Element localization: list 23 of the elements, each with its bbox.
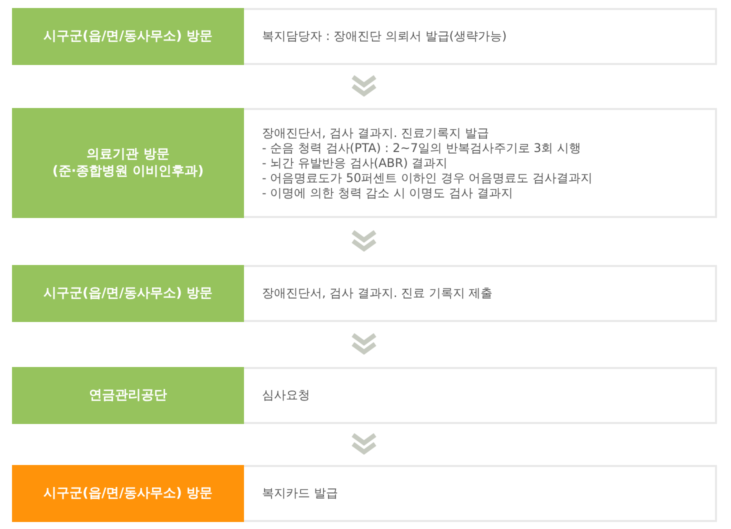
process-box bbox=[12, 465, 717, 522]
step-description: 장애진단서, 검사 결과지. 진료기록지 발급 bbox=[262, 126, 490, 140]
double-chevron-arrow bbox=[350, 74, 378, 97]
double-chevron-arrow bbox=[350, 332, 378, 355]
list-item: - 뇌간 유발반응 검사(ABR) 결과지 bbox=[262, 156, 449, 170]
step-label: 의료기관 방문 (준·종합병원 이비인후과) bbox=[12, 108, 244, 218]
list-item: - 이명에 의한 청력 감소 시 이명도 검사 결과지 bbox=[262, 186, 514, 200]
step-label: 시구군(읍/면/동사무소) 방문 bbox=[12, 465, 244, 522]
step-description: 복지담당자 : 장애진단 의뢰서 발급(생략가능) bbox=[262, 29, 508, 44]
process-box bbox=[12, 265, 717, 322]
step-description: 장애진단서, 검사 결과지. 진료 기록지 제출 bbox=[262, 286, 494, 301]
step-label: 시구군(읍/면/동사무소) 방문 bbox=[12, 8, 244, 65]
list-item: - 순음 청력 검사(PTA) : 2~7일의 반복검사주기로 3회 시행 bbox=[262, 140, 582, 156]
list-item: - 어음명료도가 50퍼센트 이하인 경우 어음명료도 검사결과지 bbox=[262, 170, 594, 186]
step-label: 연금관리공단 bbox=[12, 367, 244, 424]
double-chevron-arrow bbox=[350, 230, 378, 252]
step-description: 심사요청 bbox=[262, 388, 311, 403]
process-box bbox=[12, 8, 717, 65]
process-box bbox=[12, 367, 717, 424]
step-description: 복지카드 발급 bbox=[262, 486, 339, 501]
process-box bbox=[12, 108, 717, 218]
double-chevron-arrow bbox=[350, 432, 378, 455]
step-label: 시구군(읍/면/동사무소) 방문 bbox=[12, 265, 244, 322]
